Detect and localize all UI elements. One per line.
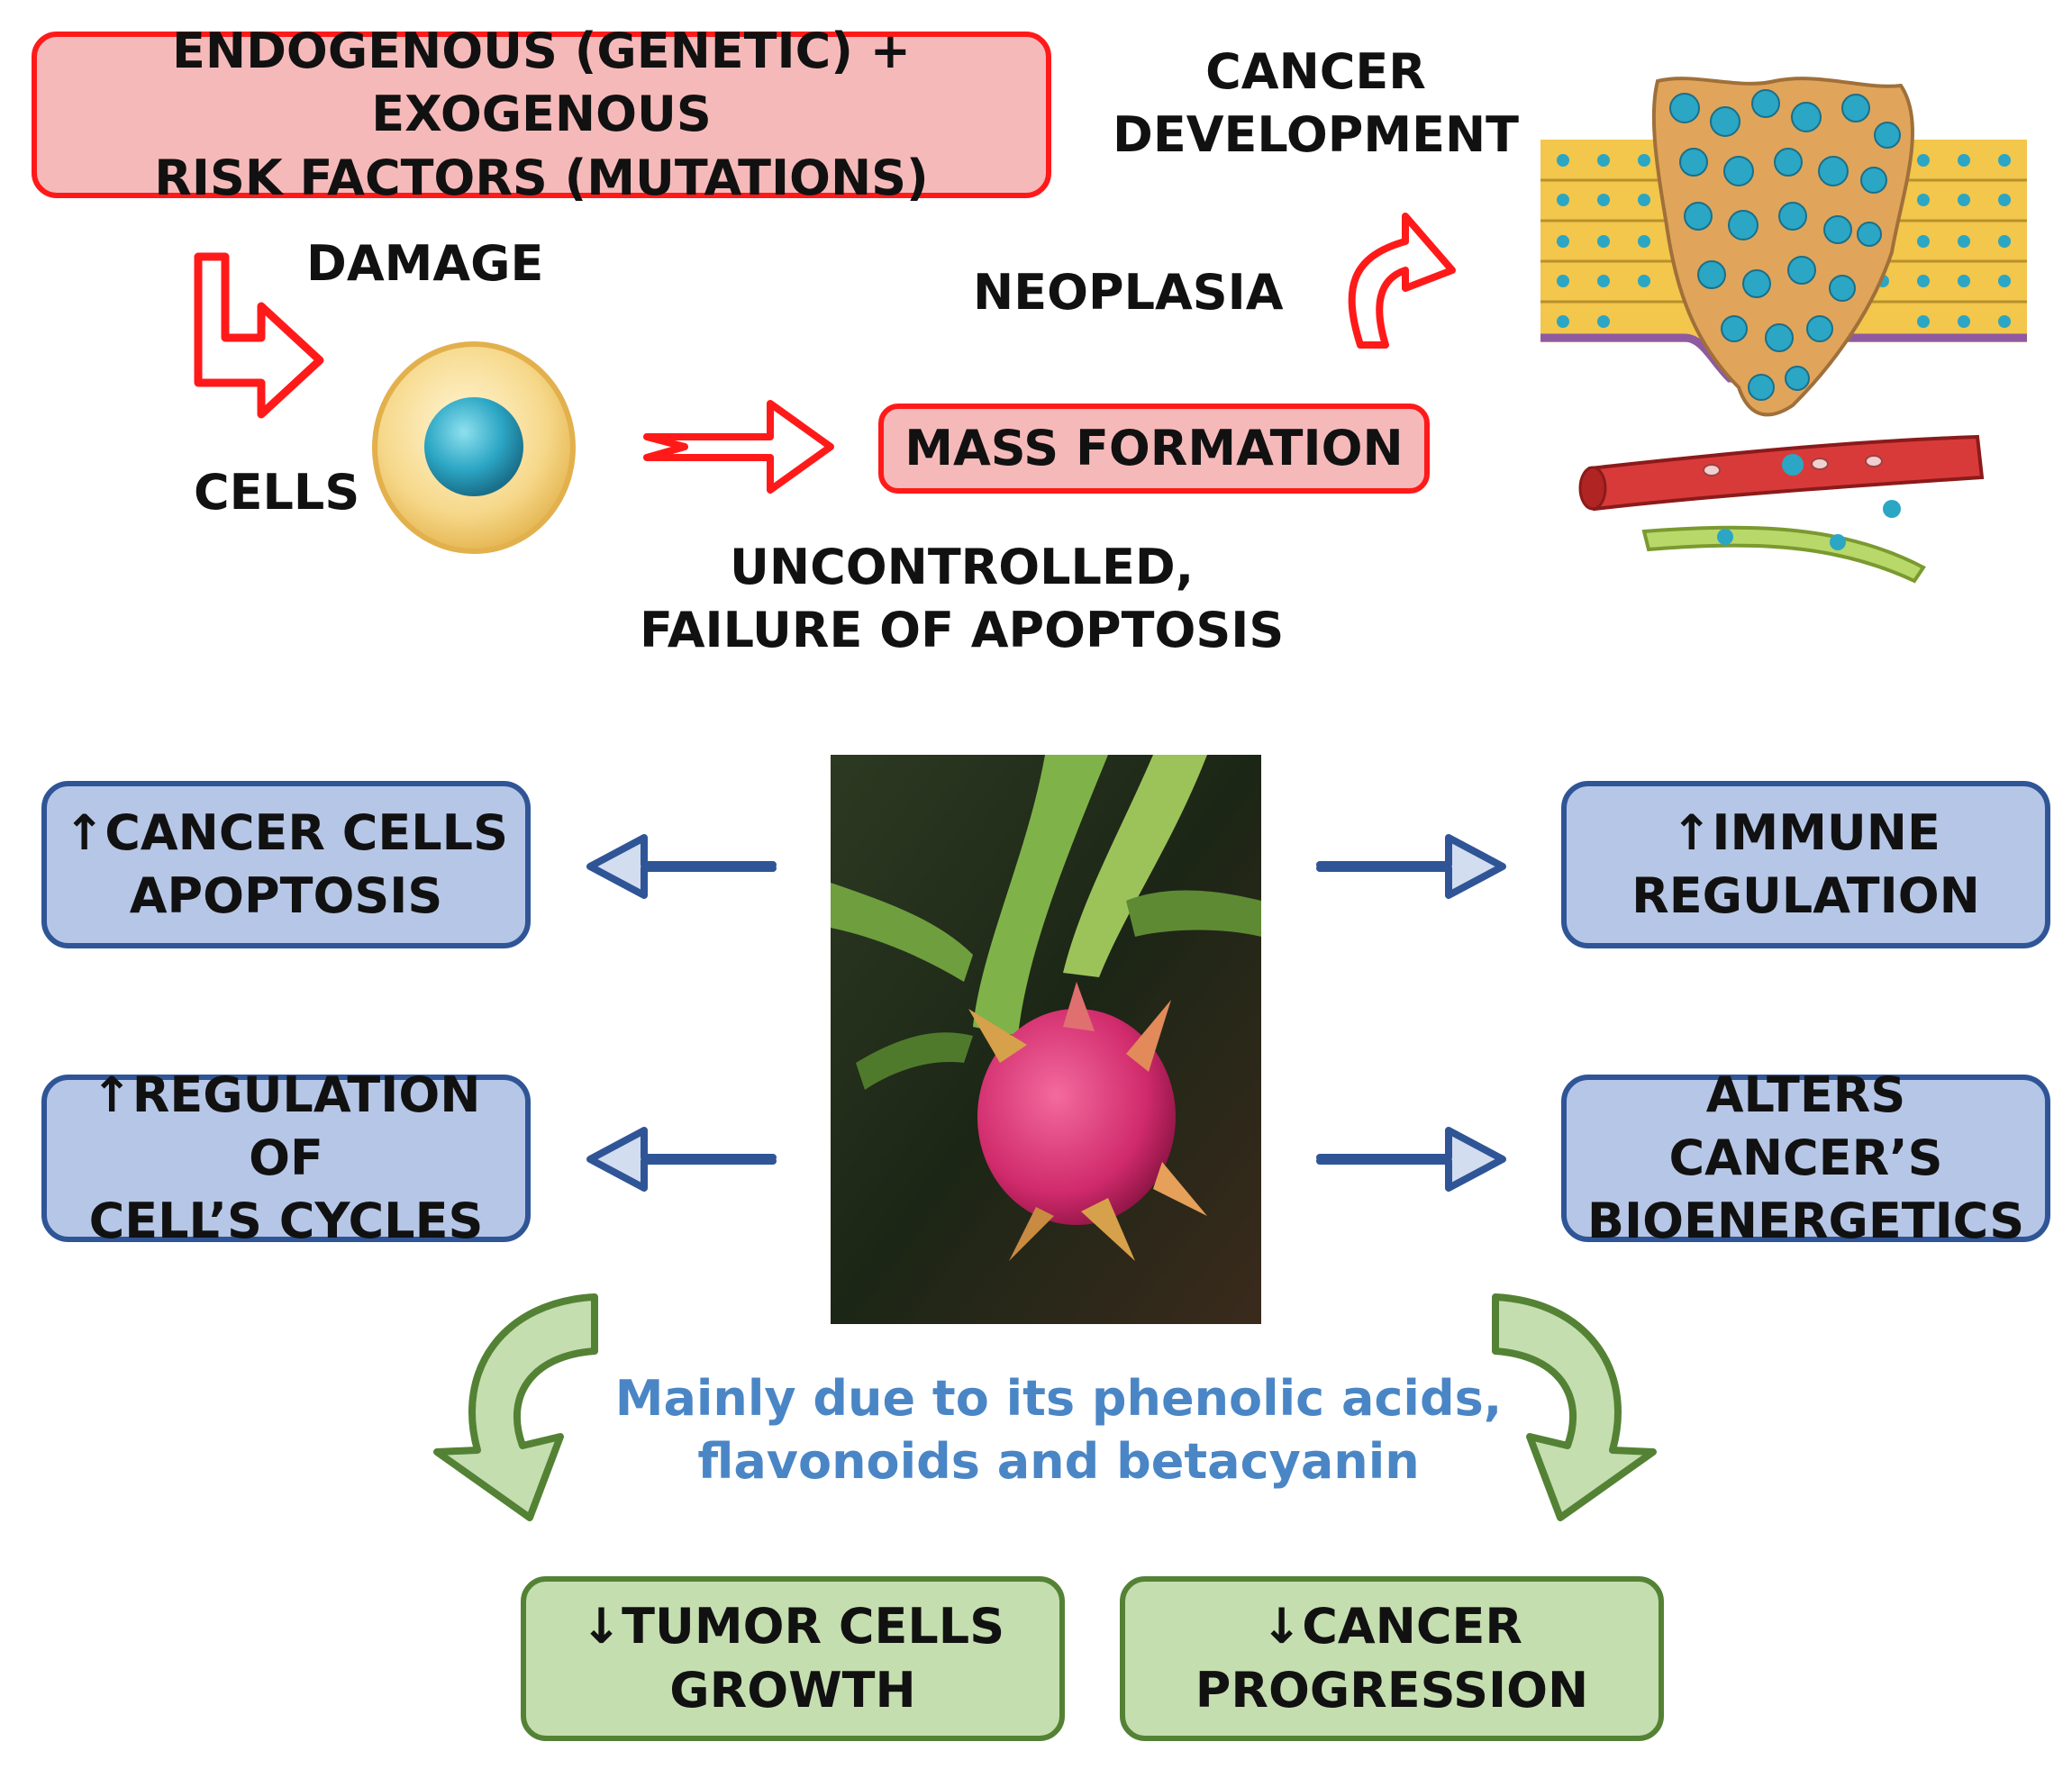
tumor-growth-box: ↓TUMOR CELLS GROWTH xyxy=(521,1576,1065,1741)
arrow-to-bioenergetics xyxy=(1316,1127,1506,1192)
cancer-progression-line1: ↓CANCER xyxy=(1261,1598,1522,1656)
immune-line1: ↑IMMUNE xyxy=(1671,803,1940,861)
immune-box: ↑IMMUNE REGULATION xyxy=(1561,781,2050,948)
apoptosis-box: ↑CANCER CELLS APOPTOSIS xyxy=(41,781,531,948)
mass-formation-box: MASS FORMATION xyxy=(878,404,1430,494)
tumor-tissue-illustration xyxy=(1540,77,2027,584)
arrow-to-immune xyxy=(1316,834,1506,899)
neoplasia-label: NEOPLASIA xyxy=(973,264,1284,321)
bioenergetics-line2: BIOENERGETICS xyxy=(1586,1193,2025,1250)
damage-label: DAMAGE xyxy=(306,235,544,292)
cell-cycle-line1: ↑REGULATION OF xyxy=(91,1066,481,1186)
compounds-line1: Mainly due to its phenolic acids, xyxy=(614,1370,1503,1427)
arrow-to-apoptosis xyxy=(586,834,777,899)
risk-factors-box: ENDOGENOUS (GENETIC) + EXOGENOUS RISK FA… xyxy=(32,23,1051,206)
arrow-to-cell-cycle xyxy=(586,1127,777,1192)
uncontrolled-label: UNCONTROLLED, FAILURE OF APOPTOSIS xyxy=(640,536,1284,662)
arrow-to-progression xyxy=(1492,1293,1657,1521)
apoptosis-line2: APOPTOSIS xyxy=(129,867,443,924)
bioenergetics-line1: ALTERS CANCER’S xyxy=(1668,1066,1943,1186)
cancer-development-label: CANCER DEVELOPMENT xyxy=(1113,41,1519,167)
tumor-growth-line1: ↓TUMOR CELLS xyxy=(580,1598,1005,1656)
compounds-line2: flavonoids and betacyanin xyxy=(697,1433,1420,1491)
cancer-development-line2: DEVELOPMENT xyxy=(1113,106,1520,164)
uncontrolled-line2: FAILURE OF APOPTOSIS xyxy=(640,602,1285,659)
apoptosis-line1: ↑CANCER CELLS xyxy=(64,803,508,861)
cell-icon xyxy=(372,341,576,554)
cell-cycle-box: ↑REGULATION OF CELL’S CYCLES xyxy=(41,1066,531,1249)
damage-arrow xyxy=(194,252,324,419)
arrow-to-tumor-growth xyxy=(433,1293,598,1521)
dragon-fruit-photo xyxy=(831,755,1261,1324)
risk-factors-line1: ENDOGENOUS (GENETIC) + EXOGENOUS xyxy=(172,23,911,143)
cell-cycle-line2: CELL’S CYCLES xyxy=(88,1193,484,1250)
arrow-to-mass xyxy=(643,400,834,494)
risk-factors-line2: RISK FACTORS (MUTATIONS) xyxy=(154,149,929,206)
bioenergetics-box: ALTERS CANCER’S BIOENERGETICS xyxy=(1561,1066,2050,1249)
tumor-growth-line2: GROWTH xyxy=(669,1661,916,1719)
immune-line2: REGULATION xyxy=(1631,867,1980,924)
mass-formation-label: MASS FORMATION xyxy=(904,419,1404,476)
cancer-development-line1: CANCER xyxy=(1205,43,1426,100)
cancer-progression-line2: PROGRESSION xyxy=(1195,1661,1589,1719)
cancer-progression-box: ↓CANCER PROGRESSION xyxy=(1120,1576,1664,1741)
compounds-text: Mainly due to its phenolic acids, flavon… xyxy=(577,1367,1540,1493)
arrow-to-cancer xyxy=(1348,213,1456,349)
cells-label: CELLS xyxy=(194,464,360,521)
uncontrolled-line1: UNCONTROLLED, xyxy=(730,539,1195,595)
